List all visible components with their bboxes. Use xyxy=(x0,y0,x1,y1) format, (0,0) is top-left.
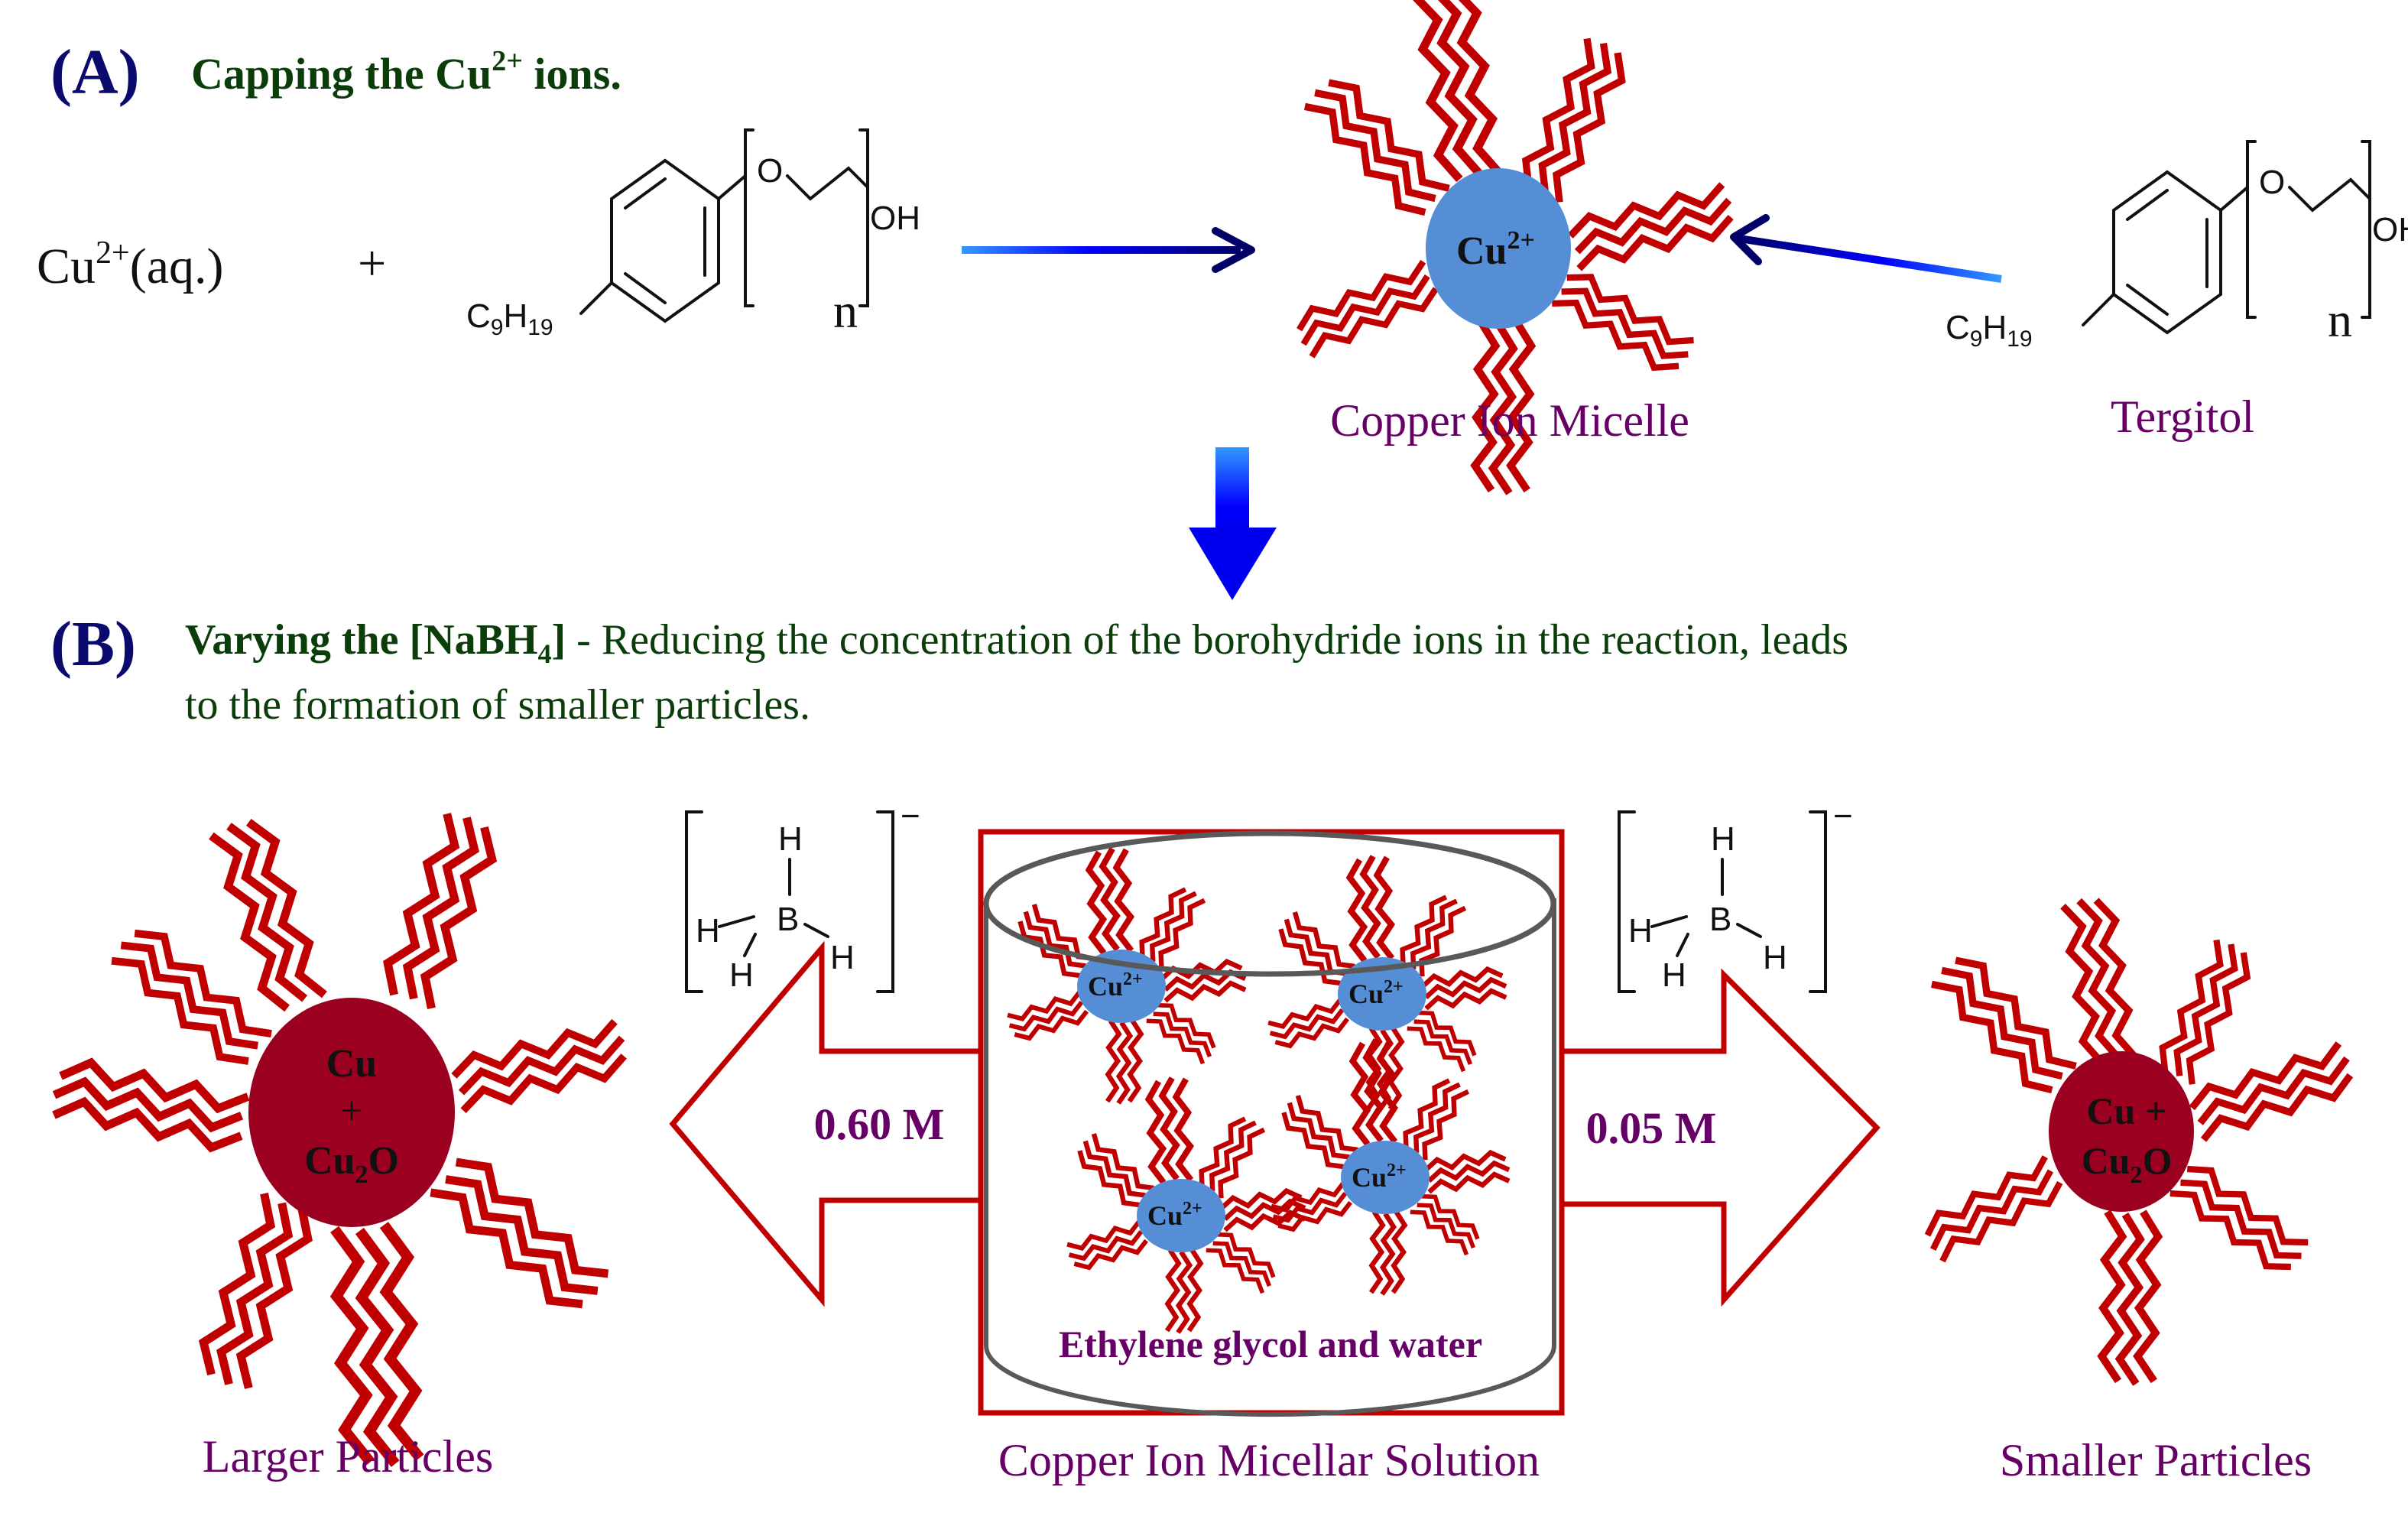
tergitol-structure-right: C9H19 O OH n xyxy=(1946,140,2408,352)
micelle-caption: Copper Ion Micelle xyxy=(1330,395,1689,446)
svg-text:H: H xyxy=(696,912,720,950)
solution-micelle: Cu2+ xyxy=(1066,1077,1307,1333)
svg-text:Cu2O: Cu2O xyxy=(2082,1139,2173,1188)
svg-text:H: H xyxy=(729,956,754,994)
svg-text:−: − xyxy=(901,797,920,835)
reactant-base: Cu xyxy=(37,239,96,294)
section-b-title-line1: Varying the [NaBH4] - Reducing the conce… xyxy=(185,616,1848,669)
section-a: (A) Capping the Cu2+ ions. Cu2+(aq.) + C… xyxy=(37,0,2408,600)
repeat-n-label: n xyxy=(2328,293,2352,347)
solution-micelle: Cu2+ xyxy=(1270,1039,1511,1294)
borohydride-structure-right: H B H H H − xyxy=(1618,797,1853,994)
right-concentration-label: 0.05 M xyxy=(1586,1103,1717,1153)
large-particle: Cu + Cu2O Larger Particles xyxy=(50,810,631,1482)
small-particle-caption: Smaller Particles xyxy=(2000,1435,2312,1485)
section-a-title-suffix: ions. xyxy=(523,49,621,99)
copper-ion-core xyxy=(1426,168,1571,329)
small-particle: Cu + Cu2O Smaller Particles xyxy=(1919,895,2358,1485)
section-b: (B) Varying the [NaBH4] - Reducing the c… xyxy=(50,609,2358,1485)
micellar-solution-container: Cu2+ Cu2+ xyxy=(978,829,1565,1417)
svg-text:H: H xyxy=(1763,939,1787,976)
svg-text:B: B xyxy=(1709,901,1731,938)
down-arrow xyxy=(1189,447,1277,600)
solution-micelle: Cu2+ xyxy=(1267,856,1508,1111)
large-particle-core xyxy=(248,998,455,1227)
svg-text:H: H xyxy=(1628,912,1653,950)
svg-text:Cu2+: Cu2+ xyxy=(1147,1199,1202,1231)
section-b-title-line2: to the formation of smaller particles. xyxy=(185,681,810,729)
svg-text:H: H xyxy=(778,820,803,858)
large-particle-caption: Larger Particles xyxy=(203,1431,493,1482)
hydroxyl-label: OH xyxy=(2372,211,2408,248)
svg-text:Cu2O: Cu2O xyxy=(304,1139,399,1189)
reactant-cu-aq: Cu2+(aq.) xyxy=(37,235,223,294)
micellar-solution-caption: Copper Ion Micellar Solution xyxy=(998,1435,1540,1485)
svg-text:H: H xyxy=(830,939,855,976)
section-a-title: Capping the Cu2+ ions. xyxy=(191,45,621,99)
section-a-title-prefix: Capping the Cu xyxy=(191,49,492,99)
copper-ion-core-label: Cu2+ xyxy=(1456,226,1535,273)
reactant-sup: 2+ xyxy=(96,235,130,271)
svg-text:Cu2+: Cu2+ xyxy=(1088,969,1143,1002)
svg-text:Cu +: Cu + xyxy=(2087,1089,2167,1132)
hydroxyl-label: OH xyxy=(870,200,920,237)
svg-text:H: H xyxy=(1662,956,1686,994)
section-a-title-sup: 2+ xyxy=(492,45,523,77)
section-b-description: - Reducing the concentration of the boro… xyxy=(566,616,1848,664)
ether-oxygen-label: O xyxy=(757,152,783,190)
section-b-title-bold: Varying the [NaBH xyxy=(185,616,538,664)
svg-text:H: H xyxy=(1711,820,1735,858)
alkyl-label: C9H19 xyxy=(1946,309,2033,352)
svg-text:+: + xyxy=(340,1089,362,1133)
repeat-n-label: n xyxy=(833,284,858,338)
left-concentration-label: 0.60 M xyxy=(814,1099,945,1149)
small-particle-core xyxy=(2049,1051,2194,1212)
reaction-arrow-left xyxy=(1730,214,2002,283)
block-arrow-left: 0.60 M xyxy=(669,940,989,1307)
ether-oxygen-label: O xyxy=(2259,164,2285,201)
svg-text:Cu2+: Cu2+ xyxy=(1352,1161,1407,1193)
plus-sign: + xyxy=(358,235,386,291)
solvent-label: Ethylene glycol and water xyxy=(1059,1323,1482,1365)
section-b-letter: (B) xyxy=(50,609,136,680)
tergitol-structure-left: C9H19 O OH n xyxy=(466,128,920,340)
svg-text:−: − xyxy=(1833,797,1853,835)
tergitol-caption: Tergitol xyxy=(2111,391,2254,442)
reactant-suffix: (aq.) xyxy=(130,239,224,294)
svg-text:B: B xyxy=(777,901,799,938)
block-arrow-right: 0.05 M xyxy=(1556,968,1881,1307)
alkyl-label: C9H19 xyxy=(466,297,553,340)
svg-text:Cu: Cu xyxy=(326,1042,377,1086)
copper-ion-micelle: Cu2+ Copper Ion Micelle xyxy=(1291,0,1737,493)
section-a-letter: (A) xyxy=(50,37,140,108)
svg-text:Cu2+: Cu2+ xyxy=(1348,977,1404,1009)
reaction-arrow-right xyxy=(962,227,1255,273)
borohydride-structure-left: H B H H H − xyxy=(685,797,920,994)
